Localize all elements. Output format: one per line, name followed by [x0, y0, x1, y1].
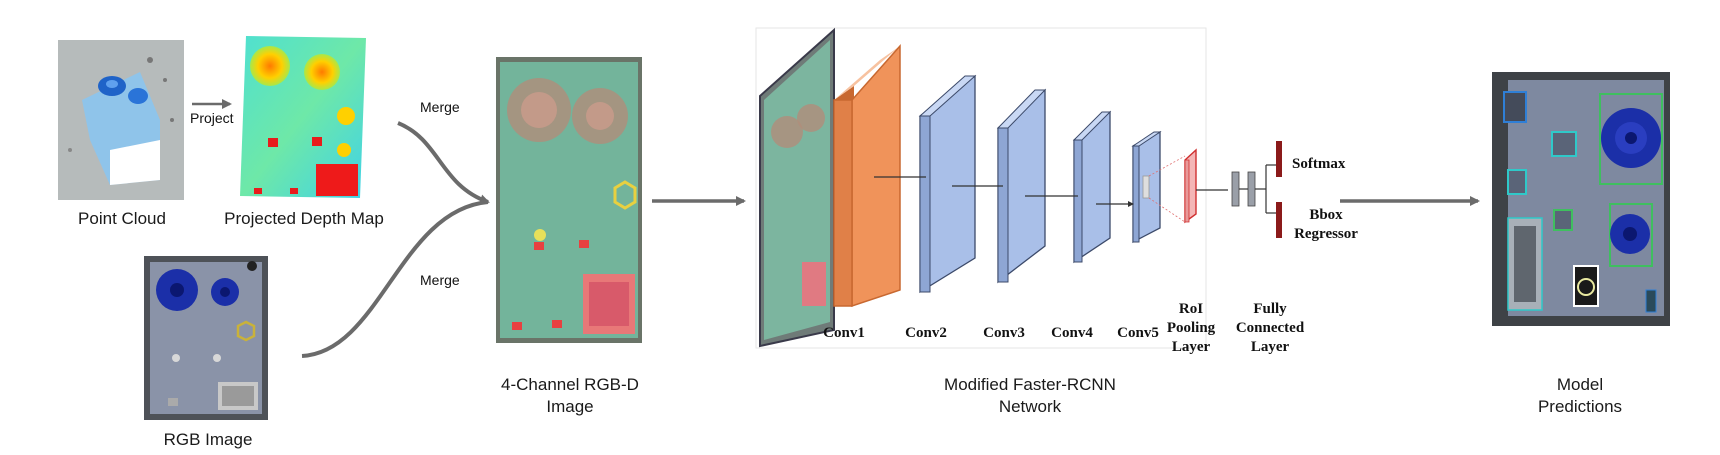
- project-label: Project: [190, 110, 234, 126]
- conv4-label: Conv4: [1051, 325, 1093, 341]
- conv3-block: [996, 88, 1047, 284]
- conv5-block: [1131, 130, 1162, 244]
- model-predictions-image: [1492, 72, 1670, 326]
- conv1-block: [833, 44, 901, 308]
- roi-pooling-label: RoI Pooling Layer: [1158, 300, 1224, 357]
- conv3-label: Conv3: [983, 325, 1025, 341]
- merge-arrows: [301, 121, 490, 358]
- network-caption: Modified Faster-RCNN Network: [920, 374, 1140, 418]
- point-cloud-caption: Point Cloud: [78, 209, 166, 228]
- conv5-label: Conv5: [1117, 325, 1159, 341]
- merge-label-bottom: Merge: [420, 272, 460, 288]
- roi-pooling-block: [1148, 148, 1197, 224]
- conv2-label: Conv2: [905, 325, 947, 341]
- bbox-label-line2: Regressor: [1294, 226, 1358, 242]
- predictions-caption-line2: Predictions: [1537, 397, 1623, 416]
- fc-label-line2: Connected: [1235, 320, 1305, 336]
- merge-label-top: Merge: [420, 99, 460, 115]
- rgb-image: [144, 256, 268, 420]
- input-slab: [759, 27, 835, 348]
- projected-depth-map-image: [240, 36, 366, 198]
- roi-label-line3: Layer: [1171, 339, 1211, 355]
- rgbd-image: [496, 57, 642, 343]
- fc-label-line1: Fully: [1253, 301, 1287, 317]
- softmax-head: [1276, 141, 1282, 177]
- roi-label-line1: RoI: [1178, 301, 1204, 317]
- conv1-label: Conv1: [823, 325, 865, 341]
- network-caption-line2: Network: [998, 397, 1062, 416]
- roi-label-line2: Pooling: [1166, 320, 1216, 336]
- bbox-label-line1: Bbox: [1309, 207, 1343, 223]
- conv4-block: [1072, 110, 1112, 264]
- rgbd-caption-line2: Image: [546, 397, 594, 416]
- projected-depth-map-caption: Projected Depth Map: [224, 209, 384, 228]
- bbox-head: [1276, 202, 1282, 238]
- softmax-label: Softmax: [1292, 156, 1346, 172]
- bbox-regressor-label: Bbox Regressor: [1288, 206, 1364, 244]
- network-panel: [755, 27, 1228, 349]
- rgbd-caption: 4-Channel RGB-D Image: [480, 374, 660, 418]
- fully-connected-blocks: [1231, 164, 1276, 214]
- fully-connected-label: Fully Connected Layer: [1224, 300, 1316, 357]
- conv2-block: [918, 74, 977, 294]
- predictions-caption-line1: Model: [1556, 375, 1604, 394]
- rgbd-caption-line1: 4-Channel RGB-D: [501, 375, 639, 394]
- layer-connectors: [874, 176, 1228, 207]
- rgb-image-caption: RGB Image: [163, 430, 253, 449]
- model-predictions-caption: Model Predictions: [1520, 374, 1640, 418]
- fc-label-line3: Layer: [1250, 339, 1290, 355]
- point-cloud-image: [58, 40, 184, 200]
- network-caption-line1: Modified Faster-RCNN: [944, 375, 1116, 394]
